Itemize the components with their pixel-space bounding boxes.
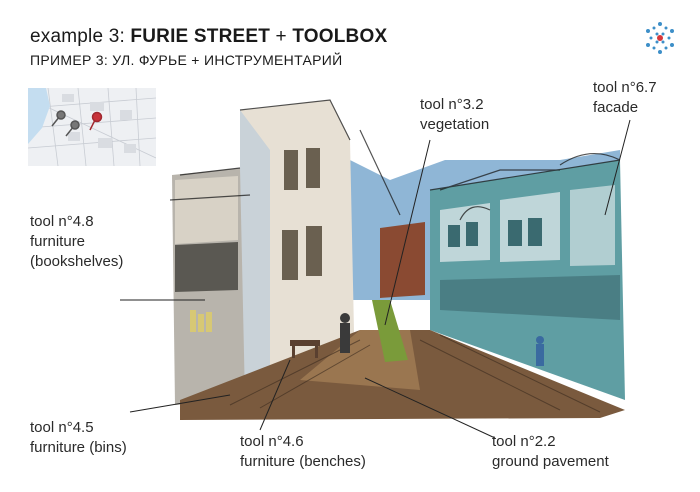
label-pavement-name: ground pavement: [492, 453, 609, 470]
title-tail: TOOLBOX: [292, 26, 388, 47]
snowflake-logo-icon: [646, 22, 674, 54]
page-subtitle: ПРИМЕР 3: УЛ. ФУРЬЕ + ИНСТРУМЕНТАРИЙ: [30, 52, 343, 68]
label-bins-name: furniture (bins): [30, 439, 127, 456]
label-bookshelves-name: furniture: [30, 233, 86, 250]
label-vegetation-name: vegetation: [420, 116, 490, 133]
map-pin-icon: [51, 110, 80, 137]
label-bookshelves-detail: (bookshelves): [30, 253, 124, 270]
title-main: FURIE STREET: [130, 26, 271, 47]
label-bins-tool: tool n°4.5: [30, 419, 94, 436]
location-minimap: [28, 88, 156, 166]
title-plus: +: [270, 26, 293, 47]
label-benches-name: furniture (benches): [240, 453, 366, 470]
label-facade-tool: tool n°6.7: [593, 79, 657, 96]
page-title: example 3: FURIE STREET + TOOLBOX: [30, 26, 387, 48]
label-benches-tool: tool n°4.6: [240, 433, 304, 450]
label-bins: tool n°4.5 furniture (bins): [30, 418, 127, 458]
title-prefix: example 3:: [30, 26, 131, 47]
label-pavement-tool: tool n°2.2: [492, 433, 556, 450]
label-pavement: tool n°2.2 ground pavement: [492, 432, 609, 472]
label-facade-name: facade: [593, 99, 639, 116]
label-facade: tool n°6.7 facade: [593, 78, 657, 118]
label-bookshelves-tool: tool n°4.8: [30, 213, 94, 230]
label-benches: tool n°4.6 furniture (benches): [240, 432, 366, 472]
label-vegetation-tool: tool n°3.2: [420, 96, 484, 113]
label-vegetation: tool n°3.2 vegetation: [420, 95, 489, 135]
label-bookshelves: tool n°4.8 furniture (bookshelves): [30, 212, 123, 272]
